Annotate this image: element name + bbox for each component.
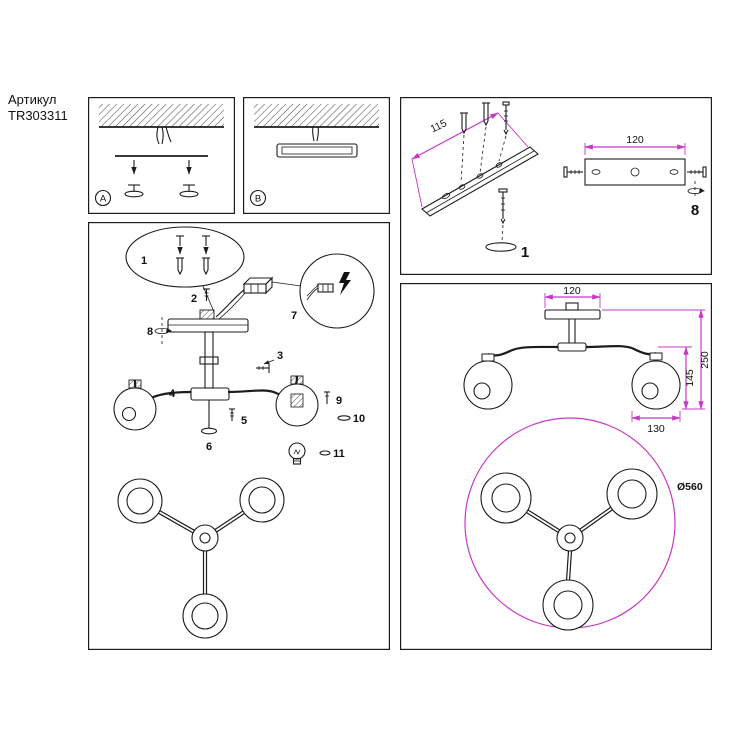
part-9-label: 9 bbox=[336, 395, 342, 407]
globe-ring-bottom bbox=[182, 593, 228, 639]
part-6-finial: 6 bbox=[200, 400, 218, 453]
article-label: Артикул bbox=[8, 92, 57, 107]
top-ring-right bbox=[606, 468, 658, 520]
warning-bolt-icon bbox=[339, 272, 351, 295]
dim-120-canopy: 120 bbox=[544, 285, 601, 308]
ceiling bbox=[99, 104, 224, 128]
bracket-frame bbox=[400, 97, 712, 275]
part-11-label: 11 bbox=[333, 448, 345, 460]
bracket-perspective bbox=[421, 146, 539, 217]
globe-ring-top-right bbox=[239, 477, 285, 523]
top-view bbox=[480, 468, 658, 631]
part-4-label: 4 bbox=[169, 388, 176, 400]
dim-diameter-label: Ø560 bbox=[677, 481, 703, 493]
screw-anchor-pair-right bbox=[202, 235, 210, 276]
part-5-screw: 5 bbox=[229, 408, 247, 427]
side-screw-left bbox=[563, 166, 583, 178]
step-8-label: 8 bbox=[691, 202, 699, 219]
mounted-canopy bbox=[276, 143, 358, 158]
part-6-label: 6 bbox=[206, 441, 212, 453]
panel-step-a: A bbox=[88, 97, 235, 214]
part-10-label: 10 bbox=[353, 413, 365, 425]
part-10-ring: 10 bbox=[337, 413, 365, 425]
part-1-label: 1 bbox=[141, 255, 147, 267]
rotate-step-8: 8 bbox=[687, 181, 705, 219]
part-8-label: 8 bbox=[147, 326, 153, 338]
top-ring-bottom bbox=[542, 579, 594, 631]
rotate-arrowhead bbox=[699, 188, 705, 193]
bracket-front-view bbox=[584, 158, 686, 186]
insert-arrows bbox=[131, 160, 192, 175]
top-ring-left bbox=[480, 472, 532, 524]
fixture-front-view bbox=[463, 302, 681, 410]
bottom-view bbox=[117, 477, 285, 639]
ceiling bbox=[254, 104, 379, 128]
dim-130-globe-width: 130 bbox=[631, 411, 681, 435]
part-3-label: 3 bbox=[277, 350, 283, 362]
step-a-label: A bbox=[100, 194, 107, 205]
part-3-screw: 3 bbox=[256, 350, 283, 373]
step-b-badge: B bbox=[249, 189, 267, 207]
dim-130-label: 130 bbox=[647, 423, 665, 435]
panel-dimensions: 120 250 145 130 bbox=[400, 283, 712, 650]
dim-120-label: 120 bbox=[626, 134, 644, 146]
dim-120-label: 120 bbox=[563, 285, 581, 297]
callout-anchors: 1 bbox=[125, 226, 245, 313]
right-globe bbox=[275, 375, 319, 427]
left-globe bbox=[113, 379, 157, 431]
callout-wiring: 7 bbox=[291, 253, 375, 329]
anchor-symbol-left bbox=[124, 184, 144, 198]
front-right-globe bbox=[631, 352, 681, 410]
center-hub bbox=[191, 524, 219, 552]
anchor-symbol-right bbox=[179, 184, 199, 198]
step-b-label: B bbox=[255, 194, 261, 205]
screw-anchor-pair-left bbox=[176, 235, 184, 276]
terminal-block bbox=[242, 276, 302, 295]
anchor-2 bbox=[479, 102, 490, 174]
article-block: Артикул TR303311 bbox=[8, 92, 68, 123]
dim-120-bracket: 120 bbox=[584, 134, 686, 155]
part-7-label: 7 bbox=[291, 310, 297, 322]
part-9-screw: 9 bbox=[324, 391, 342, 407]
article-number: TR303311 bbox=[8, 107, 68, 123]
ceiling-wires bbox=[312, 126, 319, 142]
part-2-screw: 2 bbox=[191, 288, 210, 305]
step-1-label: 1 bbox=[521, 244, 529, 261]
globe-ring-top-left bbox=[117, 478, 163, 524]
side-screw-right bbox=[687, 166, 707, 178]
part-11-bulb: 11 bbox=[288, 442, 345, 465]
anchor-1 bbox=[460, 112, 468, 184]
bulb-icon bbox=[288, 442, 306, 460]
panel-exploded-view: 1 2 bbox=[88, 222, 390, 650]
dim-250-label: 250 bbox=[699, 351, 711, 369]
dim-145-globe-height: 145 bbox=[658, 346, 696, 410]
screw-bottom bbox=[485, 188, 517, 252]
canopy-assembly bbox=[167, 309, 249, 401]
panel-step-b: B bbox=[243, 97, 390, 214]
screw-top bbox=[498, 101, 510, 162]
front-left-globe bbox=[463, 353, 513, 410]
top-hub bbox=[556, 524, 584, 552]
ceiling-wires bbox=[156, 126, 172, 145]
dim-145-label: 145 bbox=[684, 369, 696, 387]
step-a-badge: A bbox=[94, 189, 112, 207]
part-5-label: 5 bbox=[241, 415, 247, 427]
panel-bracket: 115 bbox=[400, 97, 712, 275]
part-2-label: 2 bbox=[191, 293, 197, 305]
supply-wires bbox=[215, 289, 246, 320]
